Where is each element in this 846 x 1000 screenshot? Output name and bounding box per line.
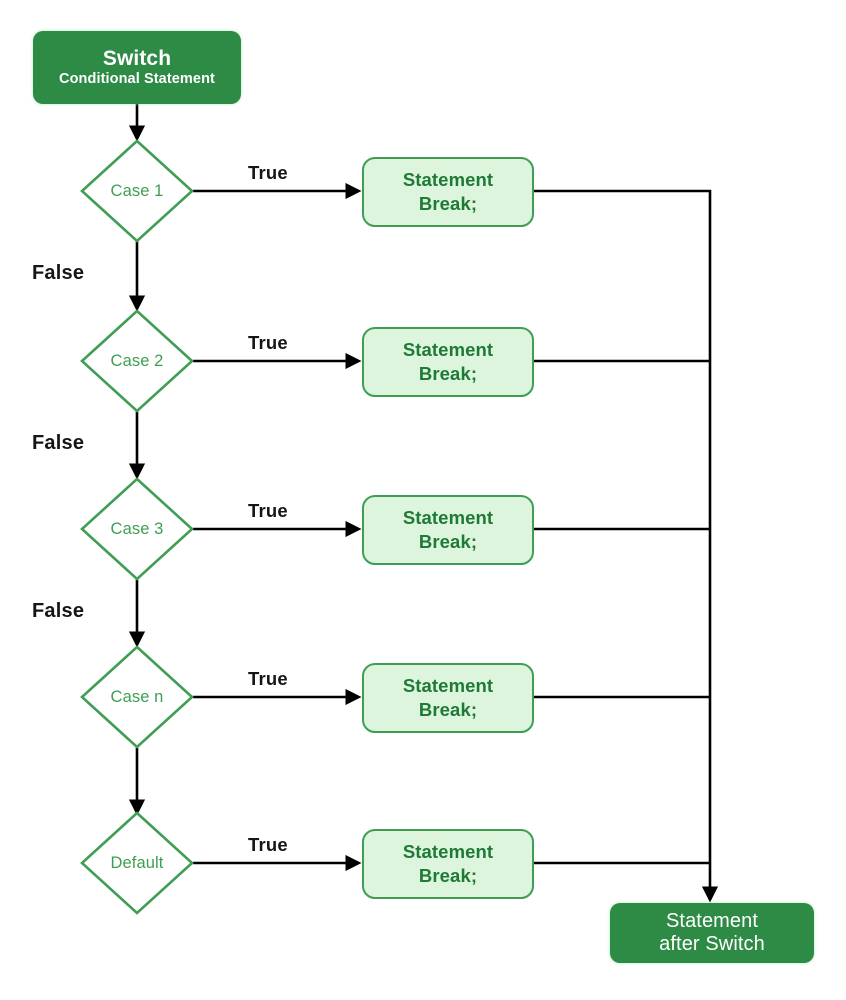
process-node-statement-default[interactable]: Statement Break; — [362, 829, 534, 899]
decision-label-default: Default — [110, 853, 164, 872]
end-node-line-1: Statement — [665, 909, 759, 932]
decision-label-case1: Case 1 — [110, 181, 164, 200]
process-line-2: Break; — [418, 193, 478, 214]
start-node-switch[interactable]: Switch Conditional Statement — [33, 31, 241, 104]
end-node-statement-after-switch[interactable]: Statement after Switch — [610, 903, 814, 963]
process-line-2: Break; — [418, 865, 478, 886]
process-node-statement-casen[interactable]: Statement Break; — [362, 663, 534, 733]
edge-label-true-case3: True — [248, 500, 288, 521]
edge-label-true-case2: True — [248, 332, 288, 353]
decision-node-case2[interactable]: Case 2 — [82, 311, 192, 411]
edge-label-false-case2: False — [32, 432, 85, 454]
decision-node-default[interactable]: Default — [82, 813, 192, 913]
edge-label-true-case1: True — [248, 162, 288, 183]
start-node-title: Switch — [102, 46, 172, 70]
decision-node-case1[interactable]: Case 1 — [82, 141, 192, 241]
process-line-1: Statement — [402, 674, 494, 696]
edge-label-true-casen: True — [248, 668, 288, 689]
decision-node-case3[interactable]: Case 3 — [82, 479, 192, 579]
process-line-1: Statement — [402, 168, 494, 190]
process-line-2: Break; — [418, 699, 478, 720]
edge-label-true-default: True — [248, 834, 288, 855]
decision-node-casen[interactable]: Case n — [82, 647, 192, 747]
decision-label-casen: Case n — [110, 687, 164, 706]
edge-label-false-case3: False — [32, 600, 85, 622]
edge-label-false-case1: False — [32, 262, 85, 284]
process-node-statement-case1[interactable]: Statement Break; — [362, 157, 534, 227]
start-node-subtitle: Conditional Statement — [59, 71, 215, 88]
process-line-1: Statement — [402, 338, 494, 360]
decision-label-case2: Case 2 — [110, 351, 164, 370]
process-line-1: Statement — [402, 840, 494, 862]
end-node-line-2: after Switch — [659, 933, 765, 955]
process-node-statement-case2[interactable]: Statement Break; — [362, 327, 534, 397]
process-line-2: Break; — [418, 363, 478, 384]
process-node-statement-case3[interactable]: Statement Break; — [362, 495, 534, 565]
process-line-1: Statement — [402, 506, 494, 528]
decision-label-case3: Case 3 — [110, 519, 164, 538]
process-line-2: Break; — [418, 531, 478, 552]
